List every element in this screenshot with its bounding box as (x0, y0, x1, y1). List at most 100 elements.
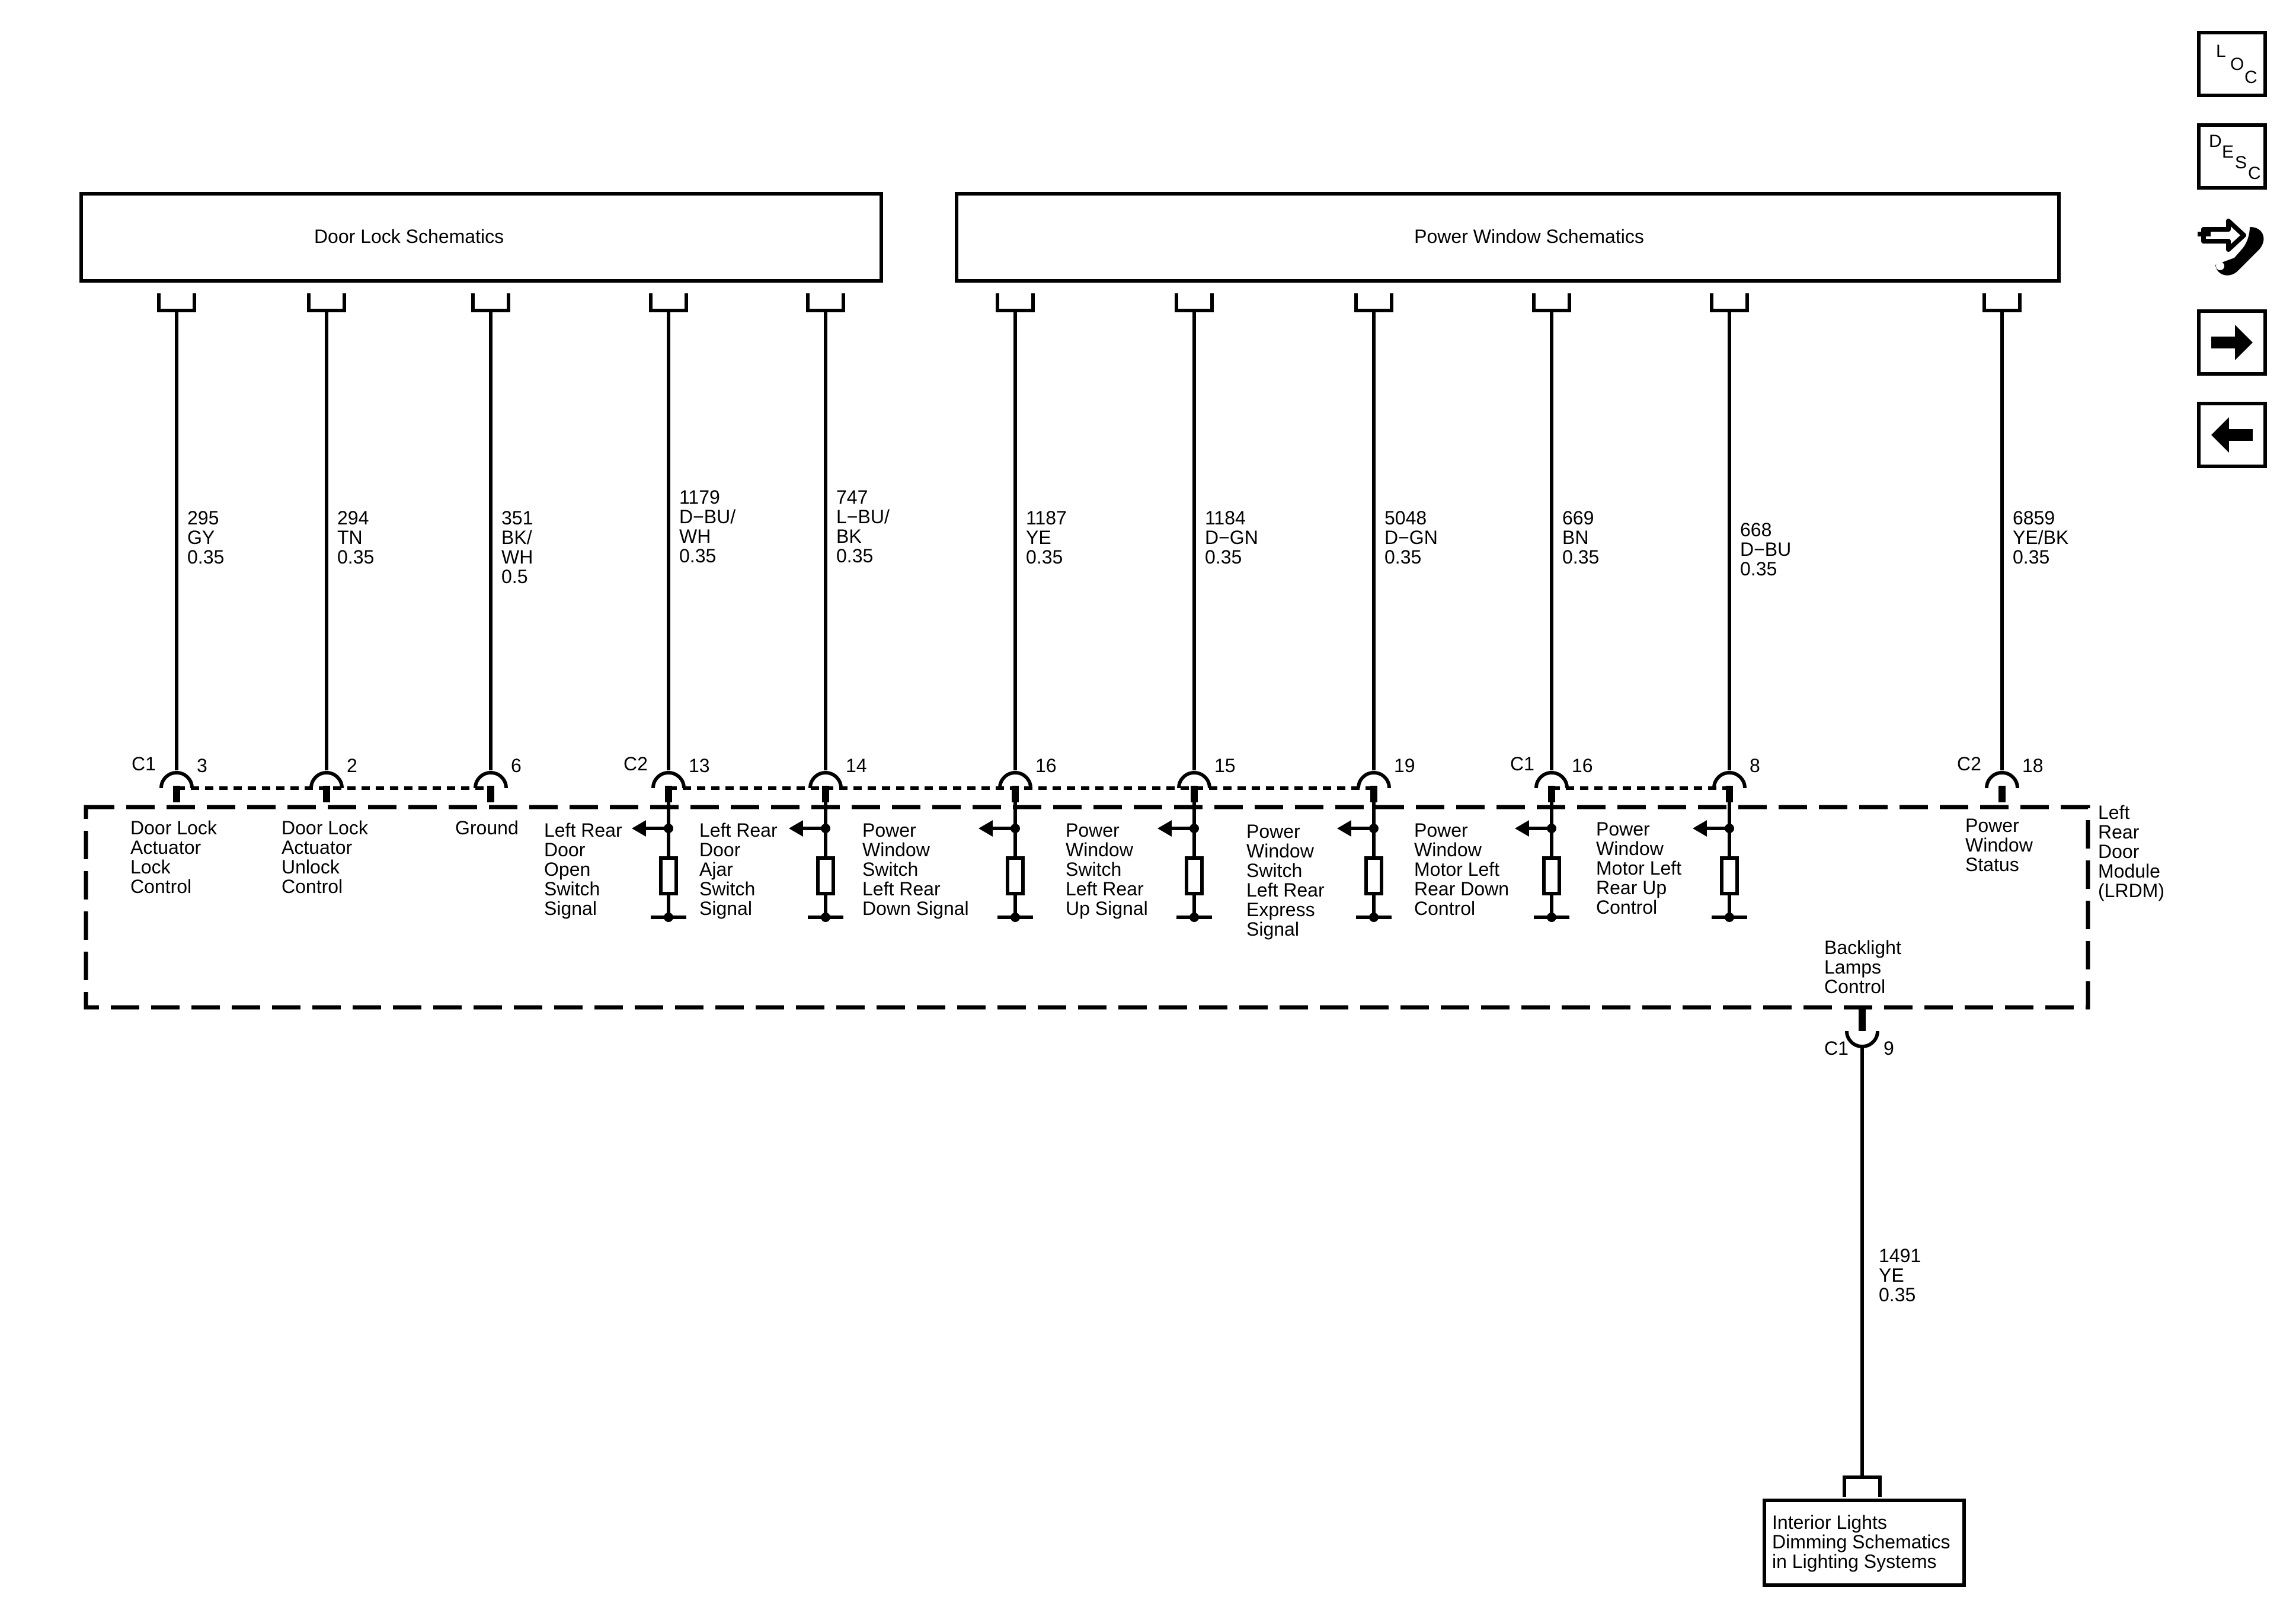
wire-label: 294 (337, 507, 369, 529)
pin-number: 13 (689, 755, 710, 776)
connector-pin-arc (1985, 771, 2019, 789)
resistor-symbol (1006, 856, 1025, 895)
wire-label: 5048 (1384, 507, 1427, 529)
wire-label: 1184 (1205, 507, 1246, 529)
wire-terminal-top (307, 293, 346, 312)
connector-pin-arc (309, 771, 344, 789)
signal-arrow-head (1337, 820, 1351, 837)
target-text-line: in Lighting Systems (1772, 1551, 1936, 1572)
function-label: Window (1965, 834, 2033, 856)
connector-pin-arc (159, 771, 194, 789)
connector-pin-post (487, 786, 494, 802)
wire-terminal-top (1175, 293, 1214, 312)
function-label: Switch (699, 878, 755, 900)
connector-pin-arc (1357, 771, 1391, 789)
wire-label: D−GN (1384, 527, 1438, 548)
function-label: Left Rear (1246, 879, 1325, 901)
connector-repair-icon (2198, 219, 2264, 276)
wire-terminal-top (1982, 293, 2022, 312)
wire-label: YE/BK (2013, 527, 2068, 548)
module-name-line: Left (2098, 802, 2129, 823)
wire-label: 1187 (1026, 507, 1067, 529)
function-label: Left Rear (862, 878, 941, 900)
target-text-line: Dimming Schematics (1772, 1531, 1950, 1553)
function-label: Signal (544, 898, 597, 919)
signal-arrow-head (978, 820, 993, 837)
function-label: Actuator (130, 837, 202, 858)
module-name-line: Module (2098, 860, 2160, 882)
power-window-schematics-label: Power Window Schematics (1414, 226, 1644, 247)
loc-button[interactable]: L O C (2197, 31, 2267, 97)
wire-terminal-top (649, 293, 688, 312)
function-label: Status (1965, 854, 2019, 875)
connector-repair-button[interactable] (2193, 216, 2272, 283)
function-label: Left Rear (1066, 878, 1144, 900)
function-label: Switch (862, 859, 918, 880)
backlight-pin-number: 9 (1884, 1038, 1894, 1059)
function-label: Ground (455, 817, 519, 838)
function-label: Left Rear (699, 820, 778, 841)
backlight-wire-label: 0.35 (1879, 1284, 1916, 1305)
loc-icon-letter-c: C (2244, 68, 2257, 87)
signal-arrow-head (789, 820, 803, 837)
function-label: Power (1414, 820, 1468, 841)
power-window-schematics-box[interactable] (955, 192, 2061, 283)
signal-arrow-head (1693, 820, 1707, 837)
module-name-line: Door (2098, 841, 2140, 862)
function-label: Door Lock (130, 817, 218, 838)
function-label: Power (1596, 818, 1650, 840)
function-label: Door (699, 839, 741, 860)
wire-label: 0.35 (679, 545, 716, 566)
function-label: Motor Left (1596, 857, 1681, 879)
wire-label: 6859 (2013, 507, 2055, 529)
door-lock-schematics-label: Door Lock Schematics (314, 226, 504, 247)
resistor-symbol (1720, 856, 1739, 895)
function-label: Signal (1246, 918, 1299, 940)
wire-label: 0.35 (836, 545, 873, 566)
function-label: Door Lock (282, 817, 369, 838)
connector-pin-post (822, 786, 829, 802)
backlight-function-label: Control (1824, 976, 1885, 997)
pin-number: 16 (1035, 755, 1057, 776)
interior-lights-schematics-box[interactable] (1763, 1499, 1966, 1587)
backlight-connector-id: C1 (1824, 1038, 1849, 1059)
connector-pin-arc (808, 771, 843, 789)
function-label: Control (282, 876, 343, 897)
backlight-wire-label: 1491 (1879, 1245, 1921, 1266)
connector-pin-arc (1177, 771, 1211, 789)
resistor-symbol (1542, 856, 1561, 895)
signal-arrow-head (632, 820, 646, 837)
wire-label: WH (679, 526, 711, 547)
wire-label: BN (1562, 527, 1588, 548)
connector-pin-post (665, 786, 672, 802)
pin-number: 15 (1214, 755, 1236, 776)
function-label: Window (1414, 839, 1482, 860)
connector-pin-post (1998, 786, 2006, 802)
wire-label: 0.35 (1205, 546, 1242, 568)
wire-label: 668 (1740, 519, 1771, 540)
door-lock-schematics-box[interactable] (79, 192, 883, 283)
desc-button[interactable]: D E S C (2197, 123, 2267, 190)
backlight-wire-label: YE (1879, 1265, 1904, 1286)
function-label: Power (1066, 820, 1120, 841)
backlight-function-label: Lamps (1824, 956, 1881, 978)
resistor-symbol (1185, 856, 1204, 895)
backlight-pin-arc (1845, 1030, 1879, 1048)
wire-terminal-top (157, 293, 196, 312)
pin-number: 16 (1572, 755, 1593, 776)
previous-button[interactable] (2197, 402, 2267, 468)
next-button[interactable] (2197, 309, 2267, 376)
